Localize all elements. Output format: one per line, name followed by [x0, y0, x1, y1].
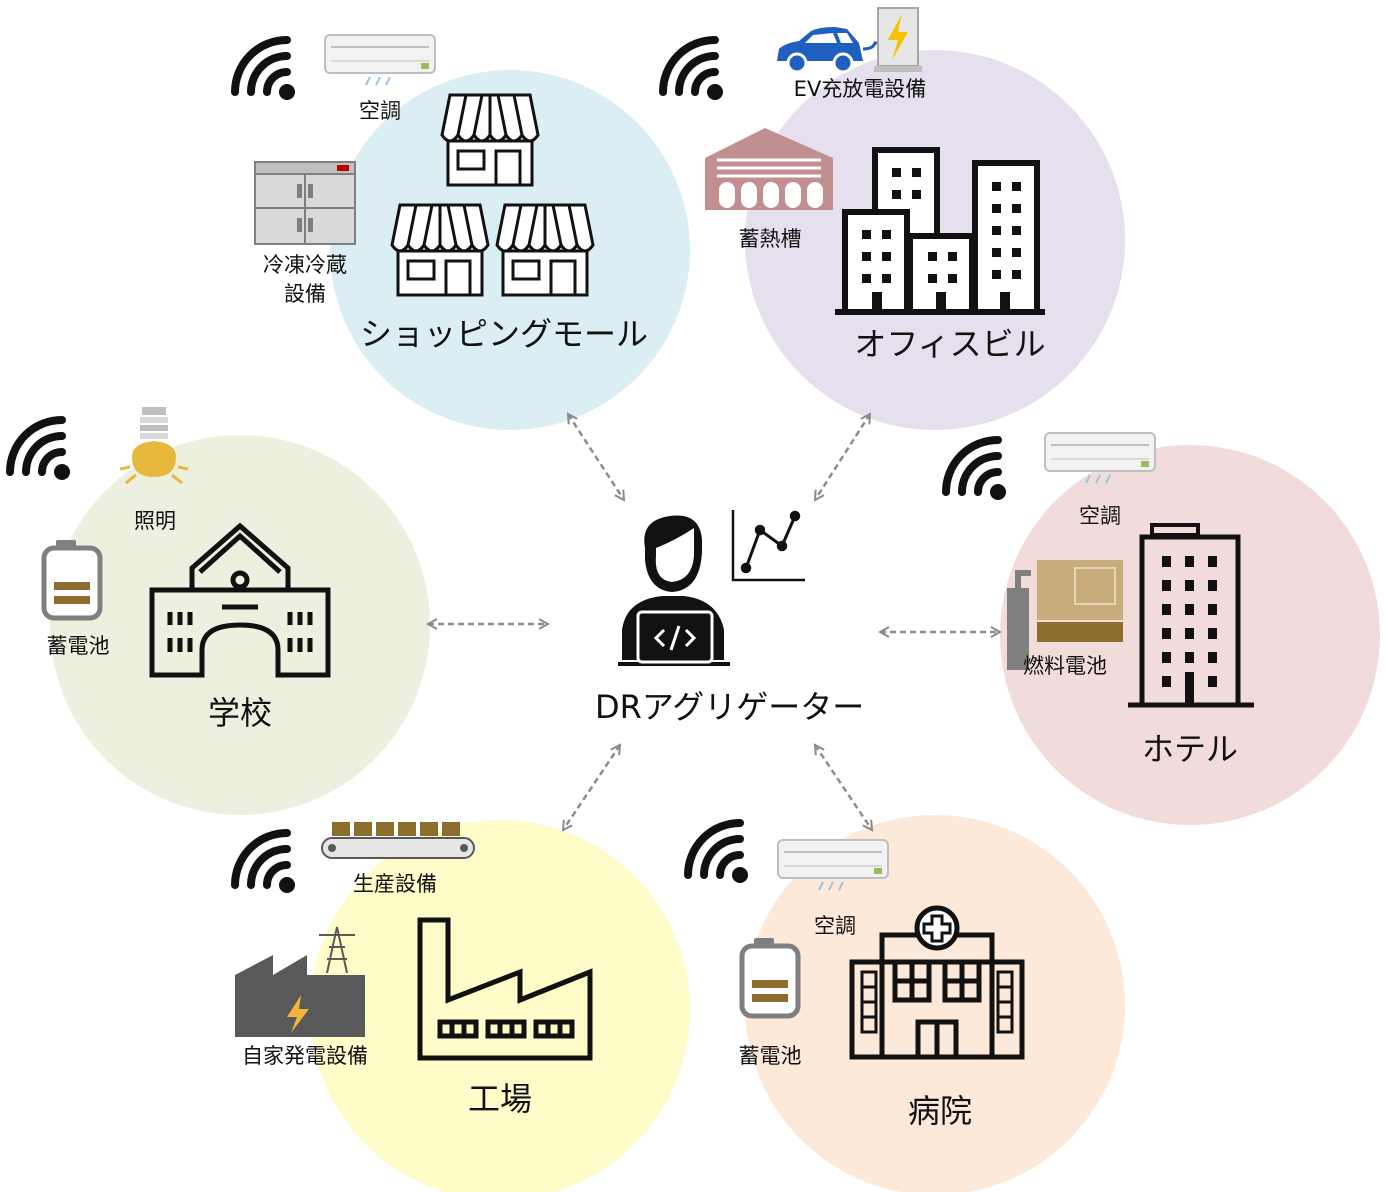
- arrow-factory: [563, 745, 620, 830]
- conveyor-belt-icon: [321, 822, 475, 859]
- air-conditioner-icon: [324, 34, 436, 86]
- chart-icon: [731, 510, 805, 582]
- factory-label: 工場: [467, 1080, 532, 1118]
- refrigerator-icon: [254, 161, 356, 245]
- aggregator-person-icon: [618, 515, 730, 666]
- school-building-icon: [149, 522, 331, 678]
- office-tank-label: 蓄熱槽: [738, 227, 802, 251]
- hospital-ac-label: 空調: [814, 914, 856, 938]
- hospital-battery-label: 蓄電池: [738, 1044, 802, 1068]
- school-battery-label: 蓄電池: [46, 634, 110, 658]
- shopping-ac-label: 空調: [359, 99, 401, 123]
- light-bulb-icon: [119, 407, 189, 485]
- shopping-fridge-label-line1: 冷凍冷蔵: [263, 253, 347, 277]
- office-ev-label: EV充放電設備: [793, 77, 927, 101]
- connection-arrows: [428, 414, 1000, 830]
- hospital-circle: [745, 815, 1125, 1192]
- office-building-icon: [835, 147, 1045, 315]
- hotel-ac-label: 空調: [1079, 504, 1121, 528]
- shop-icon: [390, 203, 490, 297]
- hospital-building-icon: [849, 905, 1025, 1060]
- wifi-icon: [235, 40, 295, 100]
- factory-circle: [310, 820, 690, 1192]
- ev-car-icon: [777, 27, 879, 74]
- wifi-icon: [235, 833, 295, 893]
- fuel-cell-icon: [1007, 560, 1123, 670]
- school-light-label: 照明: [134, 509, 176, 533]
- wifi-icon: [688, 823, 748, 883]
- school-label: 学校: [207, 694, 272, 732]
- wifi-icon: [10, 420, 70, 480]
- aggregator-label: DRアグリゲーター: [595, 688, 865, 726]
- hotel-label: ホテル: [1141, 730, 1238, 768]
- factory-building-icon: [417, 917, 593, 1061]
- shopping-mall-label: ショッピングモール: [360, 315, 649, 353]
- office-windows: [862, 168, 1021, 312]
- hotel-windows: [1162, 556, 1217, 705]
- factory-production-label: 生産設備: [353, 872, 437, 896]
- shop-icon: [440, 93, 540, 187]
- shopping-fridge-label-line2: 設備: [284, 282, 326, 306]
- shop-icon: [495, 203, 595, 297]
- arrow-office: [815, 414, 870, 500]
- battery-icon: [44, 540, 100, 618]
- battery-icon: [742, 938, 798, 1016]
- wifi-icon: [946, 440, 1006, 500]
- heat-storage-tank-icon: [705, 128, 833, 210]
- hotel-fuelcell-label: 燃料電池: [1023, 654, 1107, 678]
- arrow-shopping: [568, 414, 624, 500]
- charger-icon: [874, 7, 922, 72]
- hospital-label: 病院: [907, 1092, 972, 1130]
- arrow-hospital: [815, 745, 872, 830]
- office-building-label: オフィスビル: [854, 325, 1046, 363]
- wifi-icon: [663, 40, 723, 100]
- factory-generator-label: 自家発電設備: [242, 1044, 368, 1068]
- power-plant-icon: [235, 926, 365, 1037]
